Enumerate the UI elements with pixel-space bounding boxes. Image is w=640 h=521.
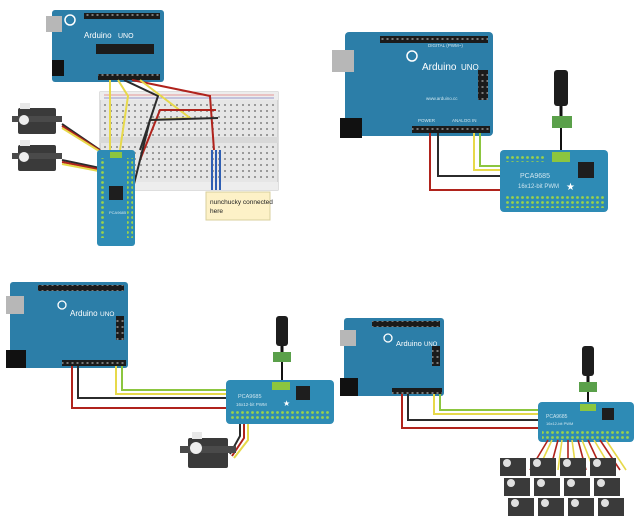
servo-1 [12, 103, 62, 134]
power-jack [6, 350, 26, 368]
arduino-name-label: Arduino [84, 31, 112, 40]
servo-array-row-3 [508, 498, 624, 516]
arduino-board-1: Arduino UNO [46, 10, 164, 82]
power-jack [340, 378, 358, 396]
driver-3-line2: 16x12-bit PWM [236, 402, 267, 407]
arduino-logo [406, 50, 418, 62]
servo-3 [180, 432, 236, 468]
nunchuck-note: nunchucky connected here [205, 191, 273, 221]
servo-array [500, 458, 624, 516]
servo-2 [12, 140, 62, 171]
dc-jack-4 [579, 346, 597, 392]
power-label: POWER [418, 118, 436, 123]
arduino-board-2: Arduino UNO DIGITAL (PWM~) POWER ANALOG … [332, 32, 493, 138]
servo-array-row-2 [504, 478, 620, 496]
star-icon: ★ [566, 182, 575, 193]
driver-1-label: PCA9685 [109, 210, 127, 215]
wires-panel-1 [61, 79, 221, 201]
arduino-model-label: UNO [100, 311, 114, 318]
arduino-logo [383, 333, 393, 343]
arduino-board-3: Arduino UNO [6, 282, 128, 368]
digital-label: DIGITAL (PWM~) [428, 43, 463, 48]
note-line-1: nunchucky connected [210, 199, 273, 206]
usb-port [340, 330, 356, 346]
power-jack [52, 60, 64, 76]
panel-top-right: Arduino UNO DIGITAL (PWM~) POWER ANALOG … [332, 32, 608, 212]
arduino-name-label: Arduino [396, 339, 422, 348]
usb-port [332, 50, 354, 72]
usb-port [46, 16, 62, 32]
site-label: www.arduino.cc [426, 96, 458, 101]
arduino-name-label: Arduino [70, 309, 98, 318]
arduino-model-label: UNO [118, 33, 134, 40]
wires-panel-4 [401, 392, 589, 429]
arduino-model-label: UNO [424, 342, 438, 348]
driver-2-line2: 16x12-bit PWM [518, 184, 559, 190]
pwm-driver-1: PCA9685 [97, 150, 135, 246]
panel-bottom-left: Arduino UNO PCA9685 16x12-bit PWM ★ [6, 282, 334, 468]
power-jack [340, 118, 362, 138]
arduino-logo [64, 14, 76, 26]
panel-bottom-right: Arduino UNO PCA9685 16x12-bit PWM [340, 318, 634, 516]
pwm-driver-2: PCA9685 16x12-bit PWM ★ [500, 150, 608, 212]
driver-4-line2: 16x12-bit PWM [546, 421, 573, 426]
servo-array-row-1 [500, 458, 616, 476]
pwm-driver-4: PCA9685 16x12-bit PWM [538, 402, 634, 442]
pwm-driver-3: PCA9685 16x12-bit PWM ★ [226, 380, 334, 424]
analog-label: ANALOG IN [452, 118, 477, 123]
dc-jack-3 [273, 316, 291, 362]
note-line-2: here [210, 208, 223, 215]
star-icon: ★ [283, 399, 290, 408]
dc-jack-2 [552, 70, 572, 128]
driver-3-line1: PCA9685 [238, 394, 262, 400]
arduino-model-label: UNO [461, 63, 479, 72]
wires-panel-3 [71, 362, 283, 459]
arduino-logo [57, 300, 67, 310]
usb-port [6, 296, 24, 314]
arduino-board-4: Arduino UNO [340, 318, 444, 396]
driver-2-line1: PCA9685 [520, 173, 550, 180]
arduino-name-label: Arduino [422, 62, 457, 73]
driver-4-line1: PCA9685 [546, 414, 568, 420]
panel-top-left: Arduino UNO [12, 10, 279, 246]
